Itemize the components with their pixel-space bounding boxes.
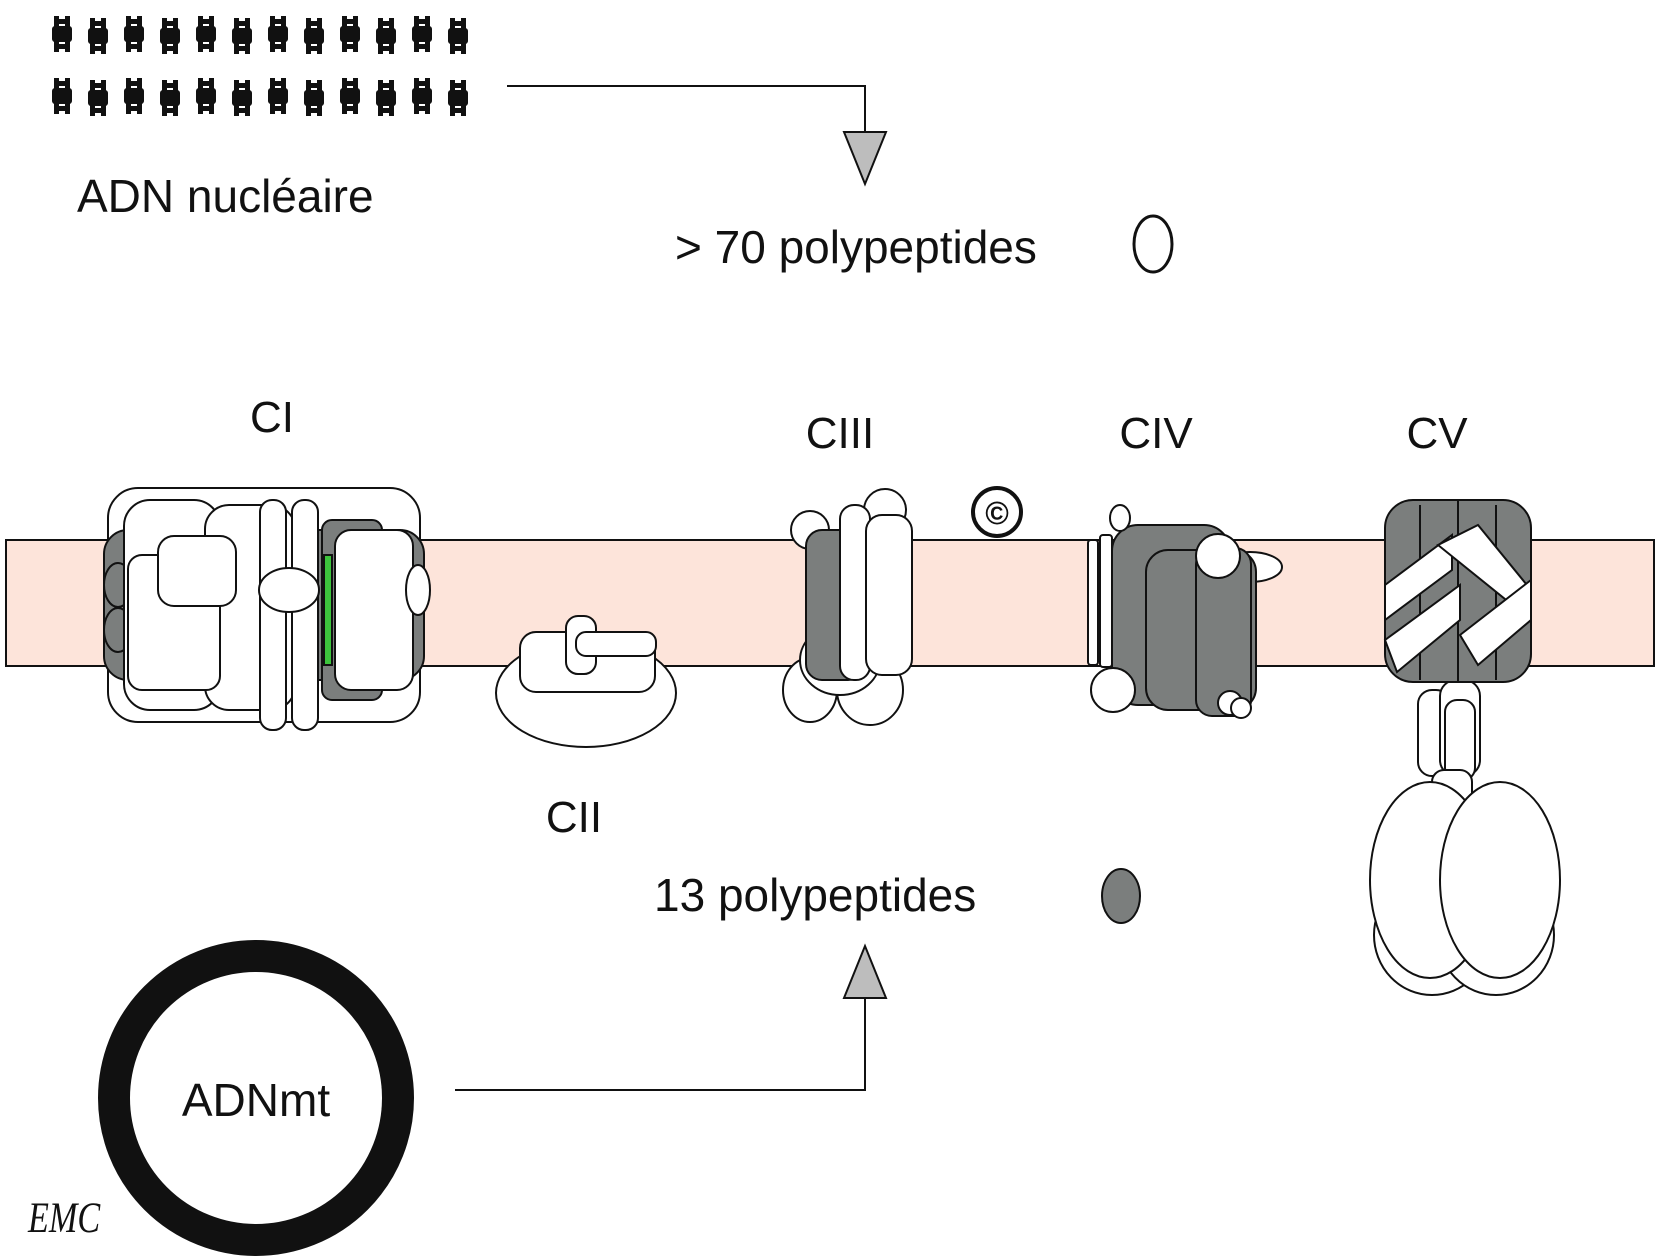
white-ellipse-icon bbox=[1132, 214, 1174, 274]
chromosome-glyph bbox=[196, 78, 216, 114]
circular-dna-icon bbox=[98, 940, 414, 1256]
chromosome-glyph bbox=[88, 18, 108, 54]
chromosome-glyph bbox=[268, 16, 288, 52]
chromosome-glyph bbox=[160, 18, 180, 54]
complex-1-shape bbox=[103, 487, 431, 731]
chromosome-glyph bbox=[52, 16, 72, 52]
mt-arrow bbox=[455, 943, 888, 1091]
complex-1-label: CI bbox=[250, 393, 294, 442]
nuclear-arrow bbox=[507, 85, 888, 187]
triangle-arrow-icon bbox=[842, 131, 888, 187]
chromosome-glyph bbox=[376, 18, 396, 54]
chromosome-glyph bbox=[52, 78, 72, 114]
complex-3-shape bbox=[782, 488, 913, 726]
chromosome-glyph bbox=[268, 78, 288, 114]
chromosome-glyph bbox=[304, 18, 324, 54]
chromosome-glyph bbox=[232, 18, 252, 54]
chromosome-glyph bbox=[124, 78, 144, 114]
complex-4-shape bbox=[1087, 504, 1283, 719]
nuclear-polypeptides-label: > 70 polypeptides bbox=[675, 221, 1037, 273]
chromosome-glyph bbox=[304, 80, 324, 116]
chromosomes-icon bbox=[52, 16, 468, 116]
gray-ellipse-icon bbox=[1101, 868, 1141, 924]
chromosome-glyph bbox=[376, 80, 396, 116]
svg-text:©: © bbox=[985, 495, 1009, 531]
complex-5-shape bbox=[1369, 499, 1561, 996]
chromosome-glyph bbox=[88, 80, 108, 116]
chromosome-glyph bbox=[448, 18, 468, 54]
chromosome-glyph bbox=[196, 16, 216, 52]
cytochrome-c: © bbox=[971, 486, 1023, 538]
complex-3-label: CIII bbox=[806, 409, 874, 458]
mt-polypeptides-label: 13 polypeptides bbox=[654, 869, 976, 921]
emc-logo: EMC bbox=[27, 1194, 101, 1242]
complex-5-label: CV bbox=[1406, 409, 1468, 458]
mt-dna-label: ADNmt bbox=[182, 1074, 330, 1126]
chromosome-glyph bbox=[412, 78, 432, 114]
triangle-arrow-icon bbox=[842, 943, 888, 999]
chromosome-glyph bbox=[124, 16, 144, 52]
chromosome-glyph bbox=[232, 80, 252, 116]
complex-2-label: CII bbox=[546, 793, 602, 842]
chromosome-glyph bbox=[412, 16, 432, 52]
chromosome-glyph bbox=[340, 16, 360, 52]
nuclear-dna-label: ADN nucléaire bbox=[77, 170, 374, 222]
chromosome-glyph bbox=[340, 78, 360, 114]
chromosome-glyph bbox=[448, 80, 468, 116]
chromosome-glyph bbox=[160, 80, 180, 116]
complex-2-shape bbox=[495, 615, 677, 748]
complex-4-label: CIV bbox=[1119, 409, 1193, 458]
